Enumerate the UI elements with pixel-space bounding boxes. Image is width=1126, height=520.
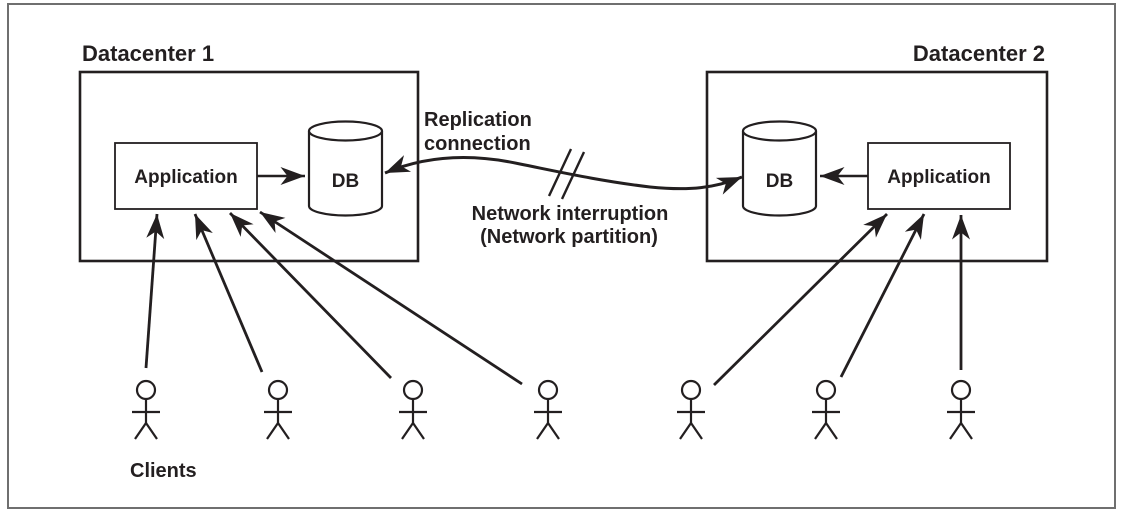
datacenter1-db-label: DB (332, 171, 359, 192)
client6-arrow (839, 213, 926, 378)
client-figure-5 (675, 379, 707, 441)
client1-arrow (144, 213, 165, 369)
datacenter2-label: Datacenter 2 (913, 41, 1045, 66)
replication-label-line1: Replication (424, 109, 532, 131)
client3-arrow (228, 212, 393, 379)
interruption-label-line1: Network interruption (472, 203, 669, 225)
datacenter1-label: Datacenter 1 (82, 41, 214, 66)
client-figure-7 (945, 379, 977, 441)
replication-label-line2: connection (424, 133, 531, 155)
datacenter1-application-label: Application (134, 167, 237, 188)
client-figure-1 (130, 379, 162, 441)
client-figure-4 (532, 379, 564, 441)
datacenter2-application-label: Application (887, 167, 990, 188)
replication-link-arrow (384, 155, 743, 195)
datacenter2-db-cylinder (741, 120, 818, 217)
client-figure-3 (397, 379, 429, 441)
interruption-label-line2: (Network partition) (480, 226, 658, 248)
clients-label: Clients (130, 460, 197, 482)
client4-arrow (259, 210, 523, 386)
network-break-icon (547, 148, 586, 200)
client-figure-6 (810, 379, 842, 441)
datacenter1-db-cylinder (307, 120, 384, 217)
datacenter2-db-label: DB (766, 171, 793, 192)
datacenter1-application-box (114, 142, 258, 210)
client-figure-2 (262, 379, 294, 441)
client2-arrow (193, 213, 264, 373)
client5-arrow (713, 213, 888, 386)
diagram-frame (7, 3, 1116, 509)
